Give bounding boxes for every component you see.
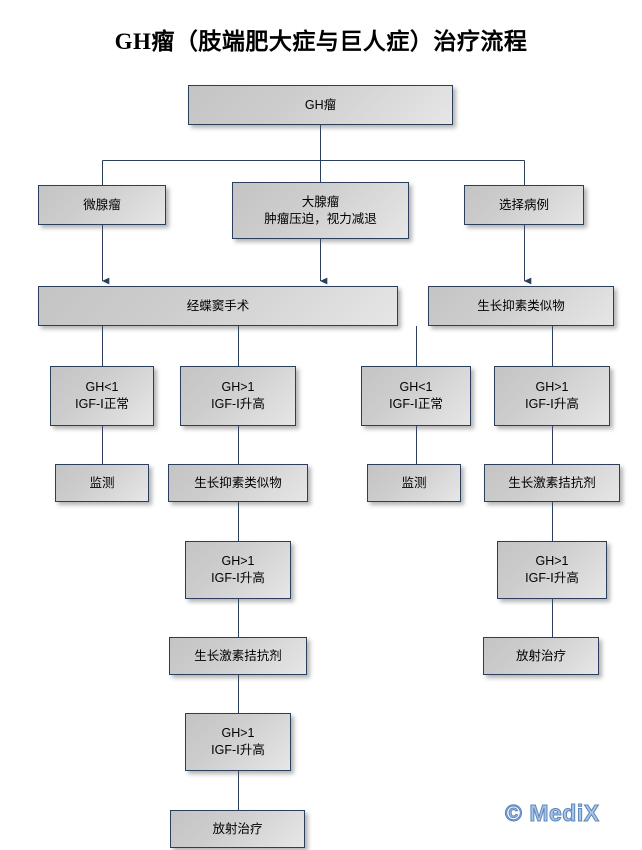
node-transsphenoidal-surgery[interactable]: 经蝶窦手术 — [38, 286, 398, 326]
node-monitor-1[interactable]: 监测 — [55, 464, 149, 502]
node-gh-high-igf-high-5[interactable]: GH>1 IGF-Ⅰ升高 — [185, 713, 291, 771]
node-gh-low-igf-normal-2[interactable]: GH<1 IGF-Ⅰ正常 — [361, 366, 471, 426]
node-gh-high-igf-high-3[interactable]: GH>1 IGF-Ⅰ升高 — [185, 541, 291, 599]
node-microadenoma[interactable]: 微腺瘤 — [38, 185, 166, 225]
node-gh-tumor[interactable]: GH瘤 — [188, 85, 453, 125]
node-gh-antagonist-2[interactable]: 生长激素拮抗剂 — [169, 637, 307, 675]
node-radiotherapy-2[interactable]: 放射治疗 — [170, 810, 305, 848]
node-selected-cases[interactable]: 选择病例 — [464, 185, 584, 225]
node-monitor-2[interactable]: 监测 — [367, 464, 461, 502]
node-gh-antagonist-1[interactable]: 生长激素拮抗剂 — [484, 464, 620, 502]
node-gh-high-igf-high-2[interactable]: GH>1 IGF-Ⅰ升高 — [494, 366, 610, 426]
node-macroadenoma[interactable]: 大腺瘤 肿瘤压迫，视力减退 — [232, 182, 409, 239]
medix-watermark: © MediX — [505, 800, 600, 827]
node-gh-low-igf-normal-1[interactable]: GH<1 IGF-Ⅰ正常 — [50, 366, 154, 426]
page-title: GH瘤（肢端肥大症与巨人症）治疗流程 — [114, 29, 528, 54]
node-somatostatin-analog-1[interactable]: 生长抑素类似物 — [428, 286, 614, 326]
node-gh-high-igf-high-4[interactable]: GH>1 IGF-Ⅰ升高 — [497, 541, 607, 599]
node-somatostatin-analog-2[interactable]: 生长抑素类似物 — [168, 464, 308, 502]
node-gh-high-igf-high-1[interactable]: GH>1 IGF-Ⅰ升高 — [180, 366, 296, 426]
node-radiotherapy-1[interactable]: 放射治疗 — [483, 637, 599, 675]
